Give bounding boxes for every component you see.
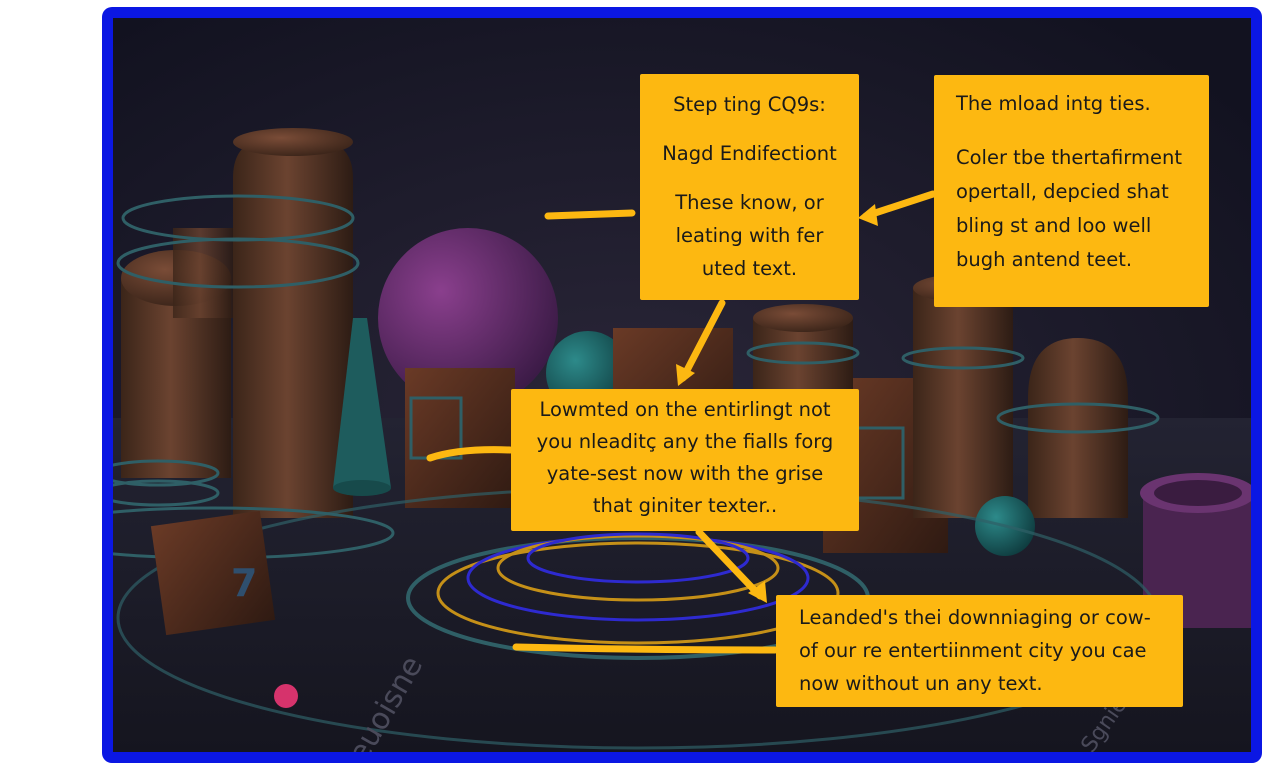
note-line: of our re entertiinment city you cae	[799, 639, 1147, 662]
note-line: that giniter texter..	[592, 494, 778, 517]
cylinder-group-left	[113, 128, 360, 518]
note-line: Leanded's thei downniaging or cow-	[799, 606, 1151, 629]
note-line: Coler tbe thertafirment	[956, 146, 1182, 169]
note-line: These know, or	[675, 191, 824, 214]
pink-sphere	[274, 684, 298, 708]
callout-note-bottom-right: Leanded's thei downniaging or cow- of ou…	[776, 595, 1183, 707]
floor-rings	[113, 486, 1160, 750]
note-line: you nleaditç any the fialls forg	[536, 430, 834, 453]
purple-sphere	[378, 228, 558, 408]
note-line: opertall, depcied shat	[956, 180, 1169, 203]
note-line: Lowmted on the entirlingt not	[539, 398, 831, 421]
numbered-cube: 7	[150, 510, 276, 636]
callout-note-top-right: The mload intg ties. Coler tbe thertafir…	[934, 75, 1209, 307]
teal-cone	[333, 318, 391, 488]
note-line: The mload intg ties.	[956, 92, 1151, 115]
note-line: uted text.	[701, 257, 798, 280]
note-line: bling st and loo well	[956, 214, 1152, 237]
note-line: yate-sest now with the grise	[546, 462, 824, 485]
callout-note-top-center: Step ting CQ9s: Nagd Endifectiont These …	[640, 74, 859, 300]
callout-note-middle: Lowmted on the entirlingt not you nleadi…	[511, 389, 859, 531]
svg-text:7: 7	[231, 561, 257, 605]
note-line: now without un any text.	[799, 672, 1043, 695]
note-line: Step ting CQ9s:	[673, 93, 826, 116]
note-line: leating with fer	[675, 224, 824, 247]
note-line: Nagd Endifectiont	[662, 142, 837, 165]
note-line: bugh antend teet.	[956, 248, 1133, 271]
